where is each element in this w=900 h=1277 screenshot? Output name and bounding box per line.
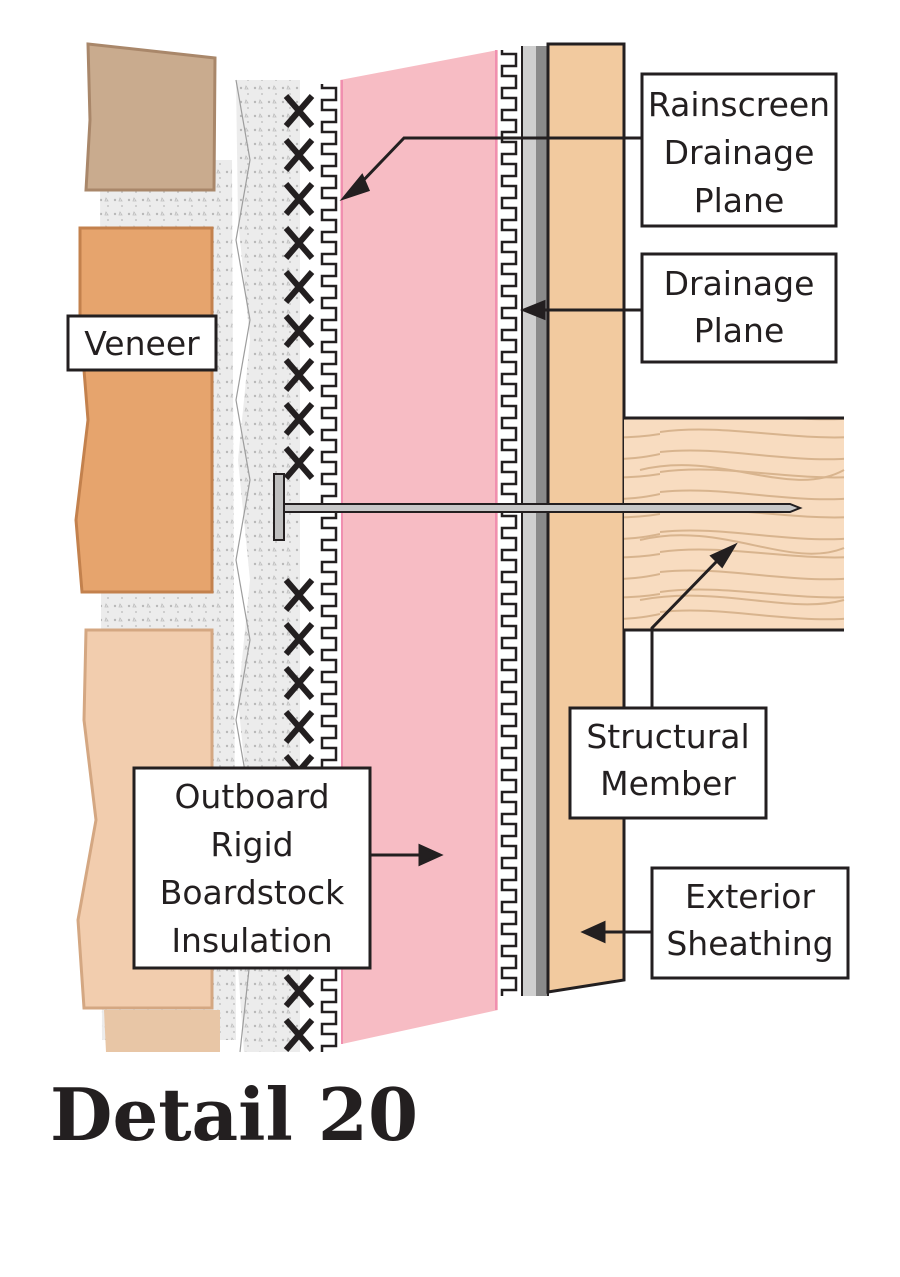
label-line: Drainage — [664, 133, 815, 172]
tie-cross-mark — [283, 710, 315, 744]
label-outboard-insulation: Outboard Rigid Boardstock Insulation — [132, 766, 372, 970]
structural-member — [624, 416, 845, 632]
tie-cross-mark — [283, 270, 315, 304]
label-structural-member: Structural Member — [568, 706, 768, 820]
tie-cross-mark — [283, 138, 315, 172]
tie-cross-mark — [283, 226, 315, 260]
tie-cross-mark — [283, 402, 315, 436]
leader-lines — [339, 136, 738, 944]
drainage-mat — [500, 50, 518, 996]
tie-cross-mark — [283, 358, 315, 392]
label-line: Insulation — [171, 921, 332, 960]
tie-cross-mark — [283, 182, 315, 216]
label-line: Sheathing — [666, 924, 833, 963]
label-drainage-plane: Drainage Plane — [640, 252, 838, 364]
tie-cross-mark — [283, 446, 315, 480]
drainage-plane-membrane — [521, 46, 549, 996]
label-exterior-sheathing: Exterior Sheathing — [650, 866, 850, 980]
label-line: Exterior — [685, 877, 816, 916]
label-line: Drainage — [664, 264, 815, 303]
label-line: Plane — [694, 181, 785, 220]
tie-cross-mark — [283, 622, 315, 656]
label-line: Structural — [586, 717, 749, 756]
label-line: Plane — [694, 311, 785, 350]
label-line: Rigid — [210, 825, 293, 864]
tie-cross-mark — [283, 1018, 315, 1052]
dimple-profile — [500, 50, 518, 996]
label-line: Boardstock — [160, 873, 345, 912]
label-line: Member — [600, 764, 736, 803]
tie-cross-mark — [283, 974, 315, 1008]
tie-cross-mark — [283, 578, 315, 612]
label-line: Outboard — [174, 777, 329, 816]
brick-top — [84, 42, 217, 192]
tie-cross-mark — [283, 314, 315, 348]
label-veneer: Veneer — [66, 314, 218, 372]
label-line: Veneer — [84, 324, 200, 363]
label-rainscreen-drainage-plane: Rainscreen Drainage Plane — [640, 72, 838, 228]
detail-caption: Detail 20 — [50, 1072, 418, 1157]
brick-middle — [74, 226, 214, 594]
tie-cross-mark — [283, 666, 315, 700]
fastener — [273, 473, 803, 541]
label-line: Rainscreen — [648, 85, 830, 124]
exterior-sheathing — [546, 42, 626, 994]
tie-cross-mark — [283, 94, 315, 128]
